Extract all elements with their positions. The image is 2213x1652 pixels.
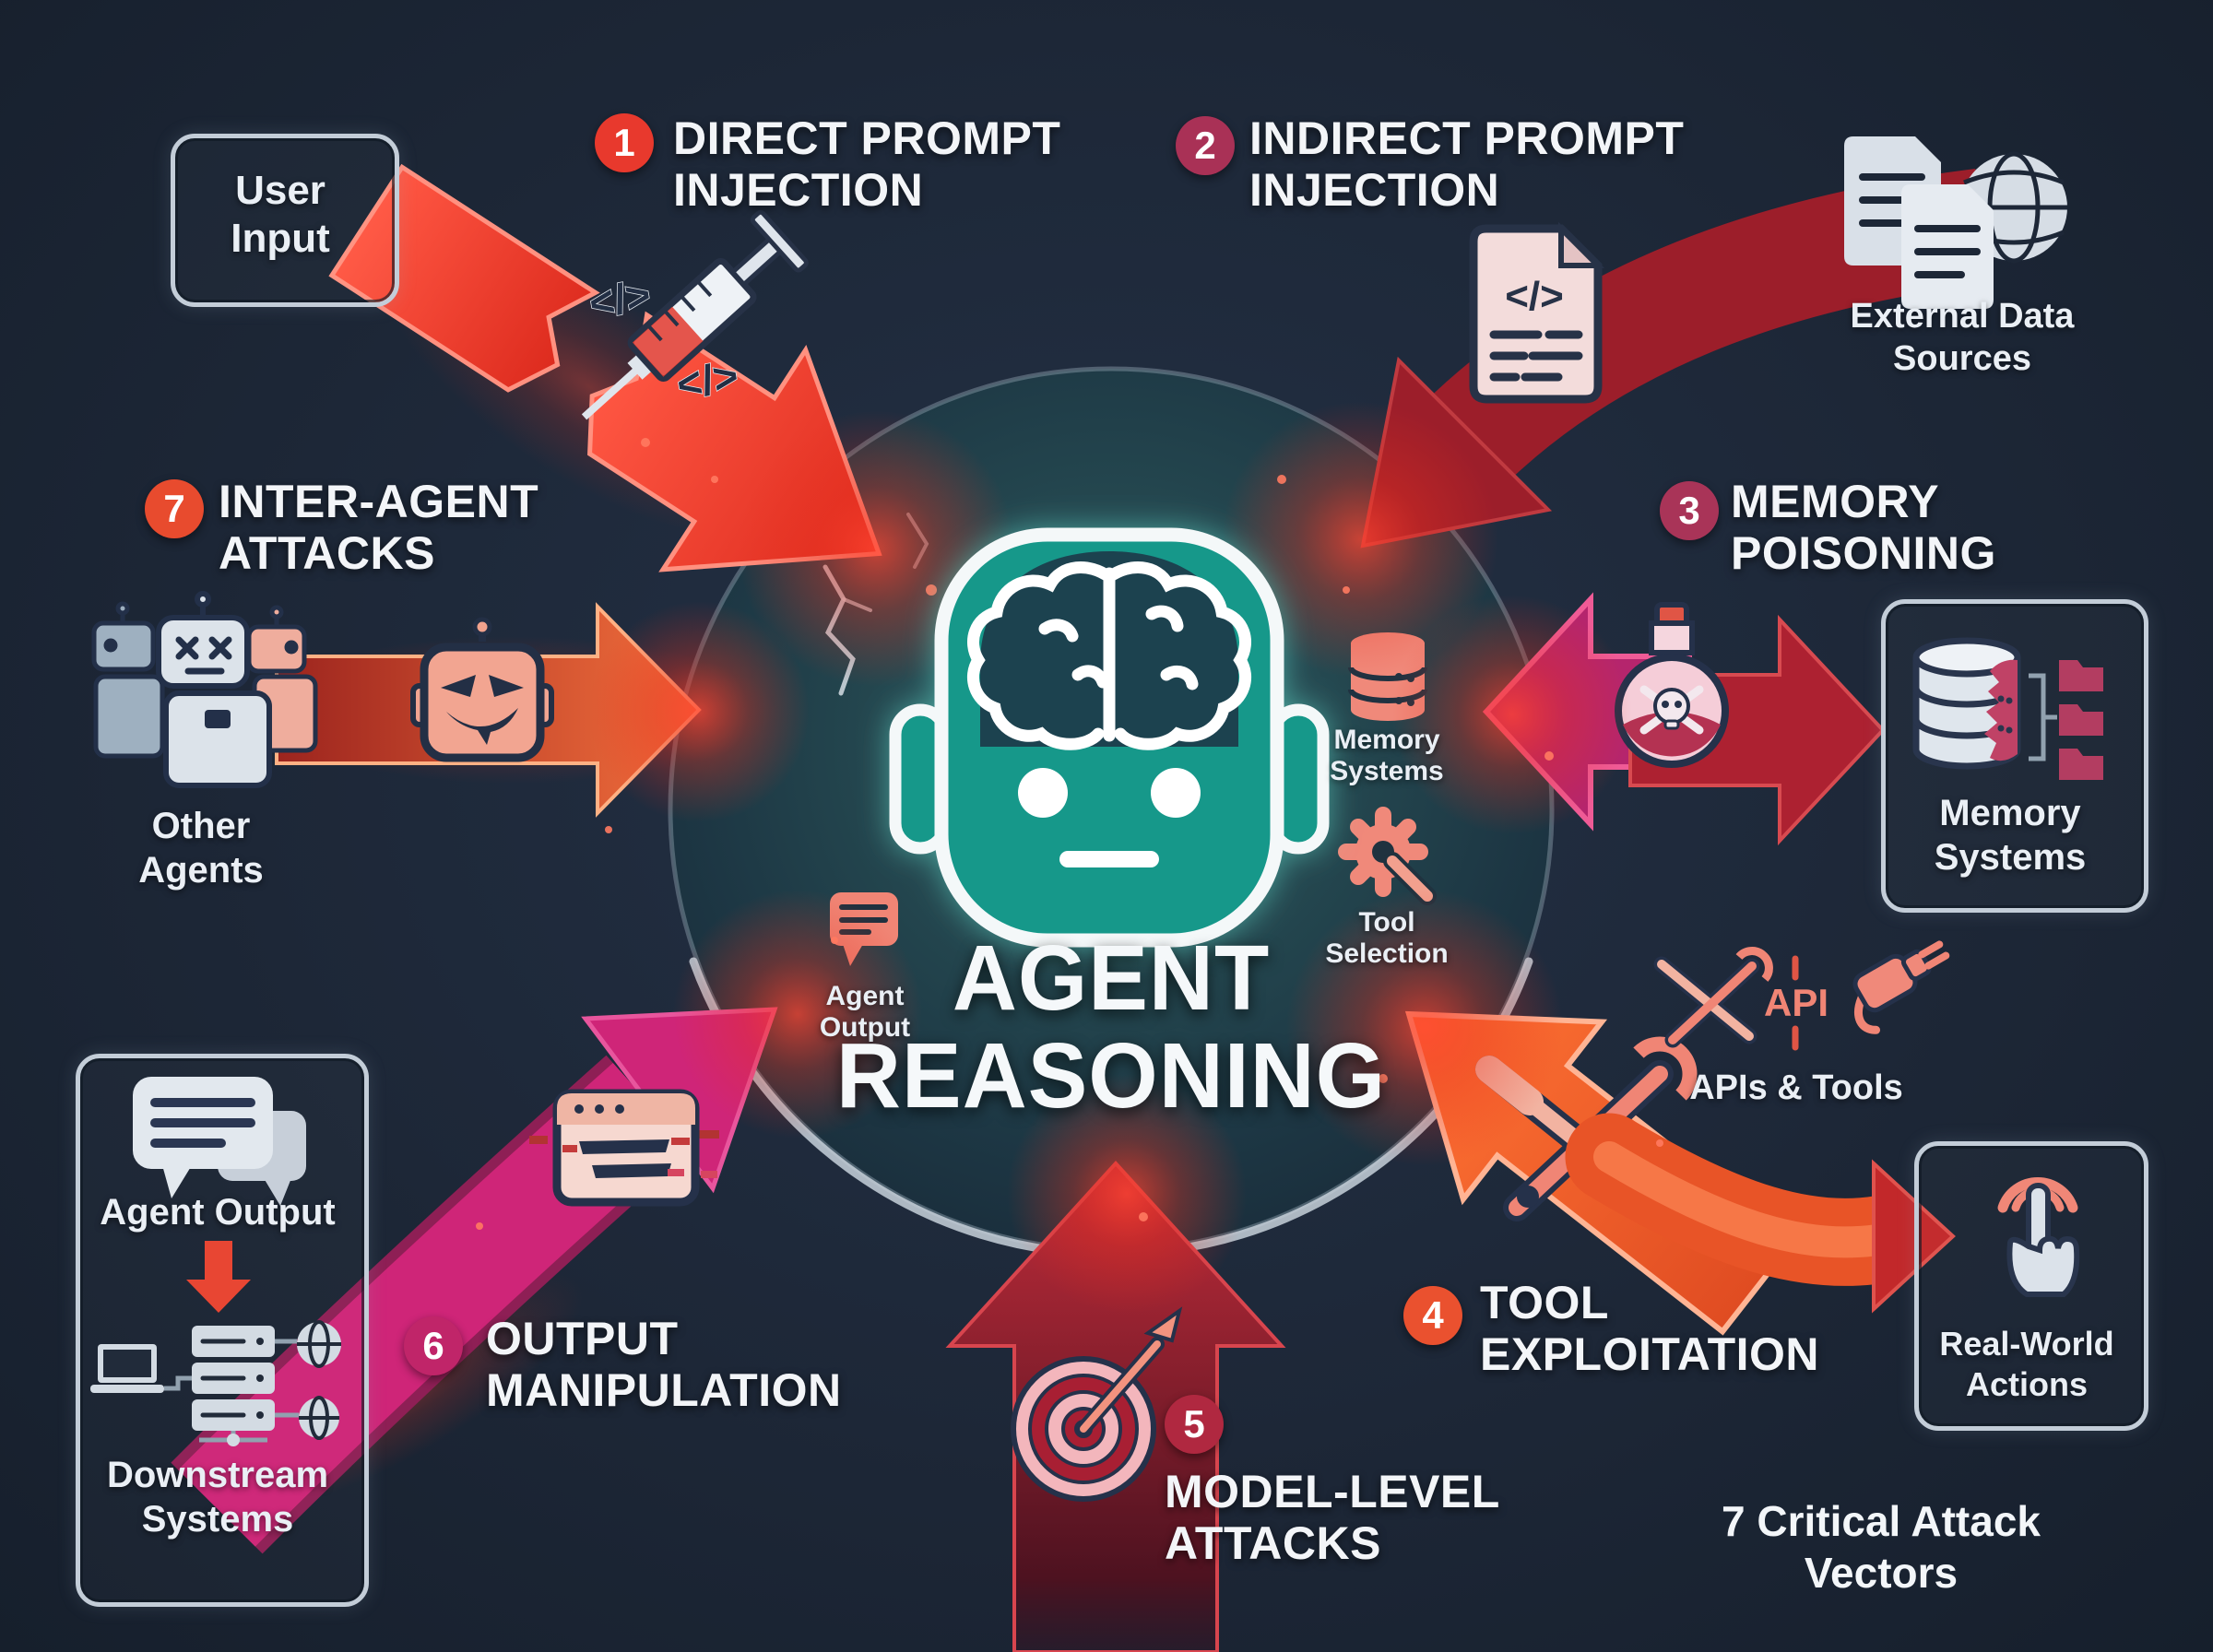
target-dart-icon	[1011, 1306, 1183, 1502]
tool-selection-gear-icon	[1338, 807, 1437, 905]
real-world-actions-label: Real-World Actions	[1939, 1325, 2114, 1403]
robot-gray	[91, 601, 165, 759]
apis-tools-label: APIs & Tools	[1689, 1068, 1903, 1107]
badge-3: 3	[1660, 481, 1719, 540]
attack-title-direct-injection: DIRECT PROMPT INJECTION	[673, 112, 1061, 216]
api-label: API	[1763, 981, 1829, 1024]
robot-main-x-eyes	[156, 591, 272, 788]
plug-icon	[1852, 940, 1950, 1034]
inner-memory-systems-label: Memory Systems	[1330, 725, 1444, 786]
attack-title-output-manipulation: OUTPUT MANIPULATION	[486, 1313, 842, 1416]
external-data-label: External Data Sources	[1850, 297, 2075, 378]
mini-tools-icon	[1653, 947, 1773, 1048]
svg-text:</>: </>	[1505, 274, 1564, 319]
svg-text:</>: </>	[673, 351, 742, 409]
glitched-window-icon	[529, 1089, 719, 1207]
badge-1: 1	[595, 113, 654, 172]
attack-title-inter-agent: INTER-AGENT ATTACKS	[219, 476, 539, 579]
user-input-label: User Input	[231, 168, 330, 261]
attack-title-indirect-injection: INDIRECT PROMPT INJECTION	[1249, 112, 1685, 216]
agent-output-downstream-box	[76, 1054, 369, 1607]
syringe-icon	[581, 209, 809, 420]
document-icon-front	[1901, 184, 1994, 309]
attack-title-model-level: MODEL-LEVEL ATTACKS	[1165, 1466, 1500, 1569]
inner-tool-selection-label: Tool Selection	[1325, 907, 1449, 969]
robot-head-brain-icon	[889, 527, 1330, 948]
impact-glows	[588, 401, 1632, 1314]
code-document-icon: </>	[1469, 221, 1605, 404]
agent-output-label: Agent Output	[100, 1192, 336, 1233]
badge-4: 4	[1403, 1286, 1462, 1345]
badge-7: 7	[145, 479, 204, 538]
poison-bottle-icon	[1615, 602, 1729, 768]
orange-band-to-actions	[1565, 1113, 1956, 1314]
folder-icons	[2059, 660, 2103, 780]
attack-title-tool-exploitation: TOOL EXPLOITATION	[1480, 1277, 1820, 1380]
external-data-icons	[1844, 136, 2067, 309]
red-down-arrow-icon	[186, 1241, 251, 1313]
tap-hand-icon	[1997, 1177, 2080, 1297]
memory-database-icon	[1912, 637, 2103, 780]
sparks	[476, 438, 1663, 1230]
footer-caption: 7 Critical Attack Vectors	[1722, 1497, 2041, 1597]
downstream-systems-label: Downstream Systems	[106, 1455, 329, 1540]
real-world-actions-box	[1914, 1141, 2148, 1431]
center-title: AGENT REASONING	[835, 926, 1387, 1127]
evil-robot-icon	[410, 617, 554, 762]
downstream-systems-icon	[90, 1320, 341, 1446]
user-input-box	[171, 134, 399, 307]
other-agents-robots-icon	[91, 591, 318, 788]
memory-systems-box	[1881, 599, 2148, 913]
code-glyphs-icon: </> </>	[585, 269, 742, 409]
svg-text:</>: </>	[586, 270, 655, 328]
other-agents-label: Other Agents	[138, 806, 264, 891]
badge-5: 5	[1165, 1395, 1224, 1454]
robot-salmon	[246, 605, 318, 753]
inner-agent-output-label: Agent Output	[819, 981, 911, 1043]
badge-2: 2	[1176, 116, 1235, 175]
memory-systems-label: Memory Systems	[1934, 793, 2087, 878]
chat-bubbles-icon	[133, 1077, 306, 1206]
attack-title-memory-poisoning: MEMORY POISONING	[1731, 476, 1996, 579]
badge-6: 6	[404, 1316, 463, 1375]
